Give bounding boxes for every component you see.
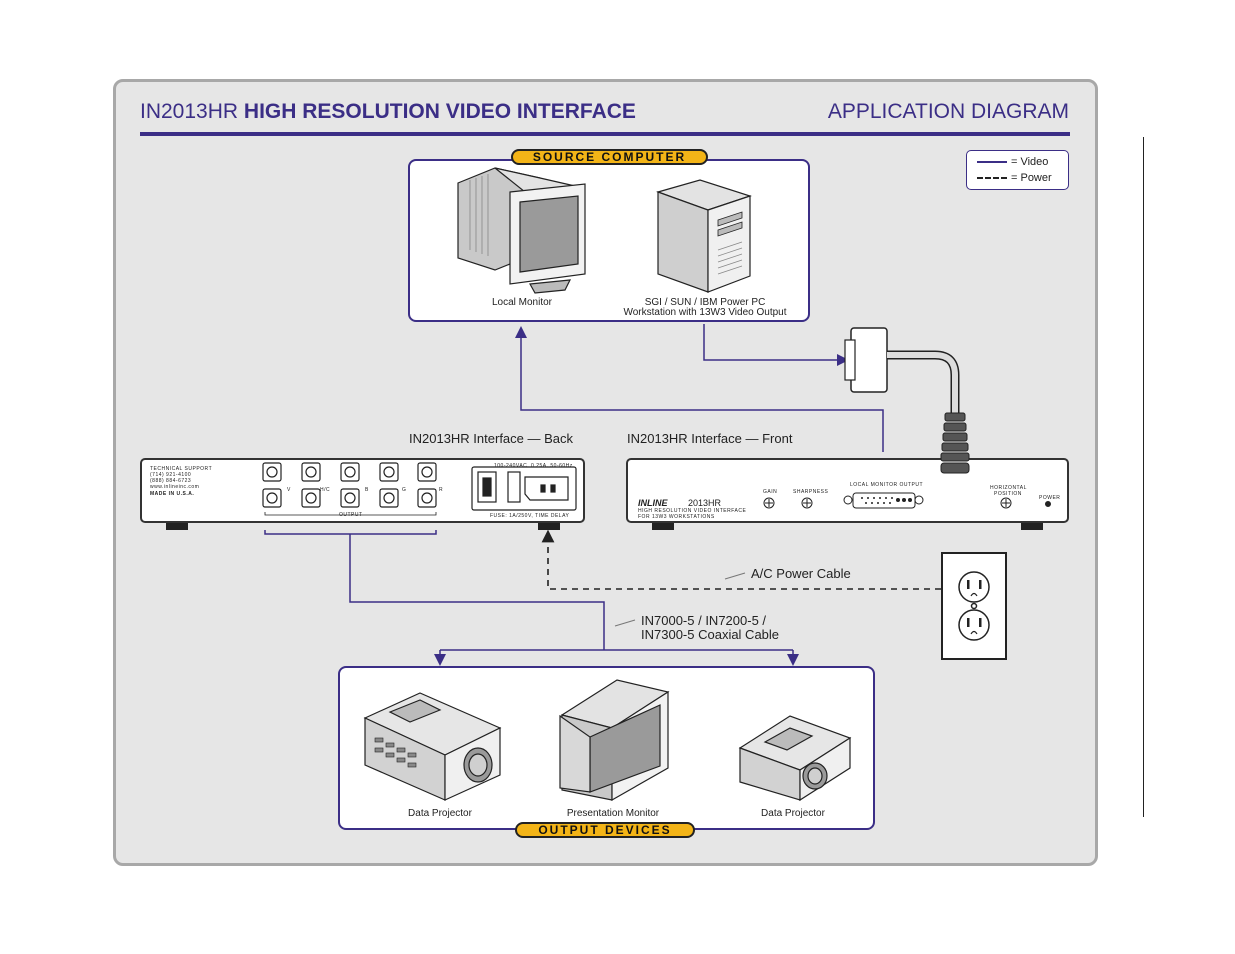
source-computer-badge: SOURCE COMPUTER — [511, 149, 708, 165]
back-panel-connectors — [262, 462, 577, 516]
local-monitor-video-line — [515, 326, 884, 452]
workstation-caption-2: Workstation with 13W3 Video Output — [623, 307, 787, 318]
back-made-in: MADE IN U.S.A. — [150, 491, 195, 497]
coax-run — [349, 534, 605, 650]
13w3-connector-icon — [844, 327, 970, 474]
port-label-b: B — [365, 487, 369, 493]
output-devices-badge: OUTPUT DEVICES — [515, 822, 695, 838]
title-product: HIGH RESOLUTION VIDEO INTERFACE — [243, 100, 636, 123]
front-brand: INLINE — [638, 498, 668, 508]
horizontal-label-2: POSITION — [994, 491, 1022, 497]
tower-workstation-icon — [656, 179, 752, 293]
data-projector-icon-right — [738, 715, 852, 802]
workstation-caption-1: SGI / SUN / IBM Power PC — [644, 297, 766, 308]
local-monitor-caption: Local Monitor — [491, 297, 553, 308]
outlet-slots — [967, 580, 982, 627]
gain-label: GAIN — [763, 489, 778, 495]
data-projector-icon — [363, 692, 502, 801]
port-label-v: V — [287, 487, 291, 493]
local-output-pins — [861, 497, 912, 504]
power-line-swatch — [977, 177, 1007, 179]
legend-power-label: = Power — [1011, 172, 1052, 184]
power-label: POWER — [1039, 495, 1061, 501]
legend-power: = Power — [977, 172, 1052, 184]
legend: = Video = Power — [966, 150, 1069, 190]
title-model: IN2013HR — [140, 100, 239, 123]
workstation-video-line — [703, 324, 849, 366]
interface-front-panel: INLINE 2013HR HIGH RESOLUTION VIDEO INTE… — [626, 458, 1069, 523]
bnc-connectors-top — [262, 462, 437, 482]
back-support-web: www.inlineinc.com — [150, 484, 200, 490]
presentation-monitor-icon — [559, 679, 670, 802]
back-support-label: TECHNICAL SUPPORT — [150, 466, 213, 472]
front-panel-controls — [763, 492, 1051, 509]
power-cable-leader — [724, 572, 746, 580]
back-panel-feet — [166, 523, 560, 530]
bnc-connectors-bottom — [262, 488, 437, 508]
legend-video-label: = Video — [1011, 156, 1049, 168]
output-bracket — [264, 530, 437, 535]
back-support-phone-2: (888) 884-6723 — [150, 478, 192, 484]
sharpness-label: SHARPNESS — [793, 489, 829, 495]
front-panel-feet — [652, 523, 1043, 530]
fuse-label: FUSE: 1A/250V, TIME DELAY — [490, 513, 570, 519]
coax-cable-label-2: IN7300-5 Coaxial Cable — [641, 627, 780, 642]
local-output-label: LOCAL MONITOR OUTPUT — [850, 482, 924, 488]
port-label-r: R — [439, 487, 444, 493]
presentation-monitor-caption: Presentation Monitor — [566, 808, 660, 819]
front-desc-1: HIGH RESOLUTION VIDEO INTERFACE — [638, 508, 747, 514]
back-interface-label: IN2013HR Interface — Back — [409, 431, 574, 446]
coax-cable-label-1: IN7000-5 / IN7200-5 / — [641, 613, 767, 628]
back-support-phone-1: (714) 921-4100 — [150, 472, 192, 478]
power-rating-label: 100-240VAC, 0.25A, 50-60Hz — [494, 463, 573, 469]
page-title: IN2013HR HIGH RESOLUTION VIDEO INTERFACE — [140, 100, 636, 124]
power-cable-label: A/C Power Cable — [751, 566, 851, 581]
video-connections — [264, 324, 884, 666]
projector-left-caption: Data Projector — [408, 808, 472, 819]
power-connection — [541, 529, 941, 590]
coax-cable-leader — [614, 619, 636, 627]
port-label-hc: H/C — [320, 487, 331, 493]
front-interface-label: IN2013HR Interface — Front — [627, 431, 793, 446]
diagram-title: APPLICATION DIAGRAM — [827, 100, 1069, 123]
horizontal-label-1: HORIZONTAL — [990, 485, 1027, 491]
front-model: 2013HR — [688, 498, 722, 508]
projector-right-caption: Data Projector — [761, 808, 825, 819]
crt-monitor-icon — [457, 167, 586, 294]
power-entry-module — [471, 466, 577, 511]
port-label-g: G — [402, 487, 407, 493]
outlet-receptacles — [958, 571, 990, 641]
legend-video: = Video — [977, 156, 1048, 168]
video-line-swatch — [977, 161, 1007, 163]
title-rule — [140, 132, 1070, 136]
front-desc-2: FOR 13W3 WORKSTATIONS — [638, 514, 715, 520]
margin-line — [1143, 137, 1144, 817]
